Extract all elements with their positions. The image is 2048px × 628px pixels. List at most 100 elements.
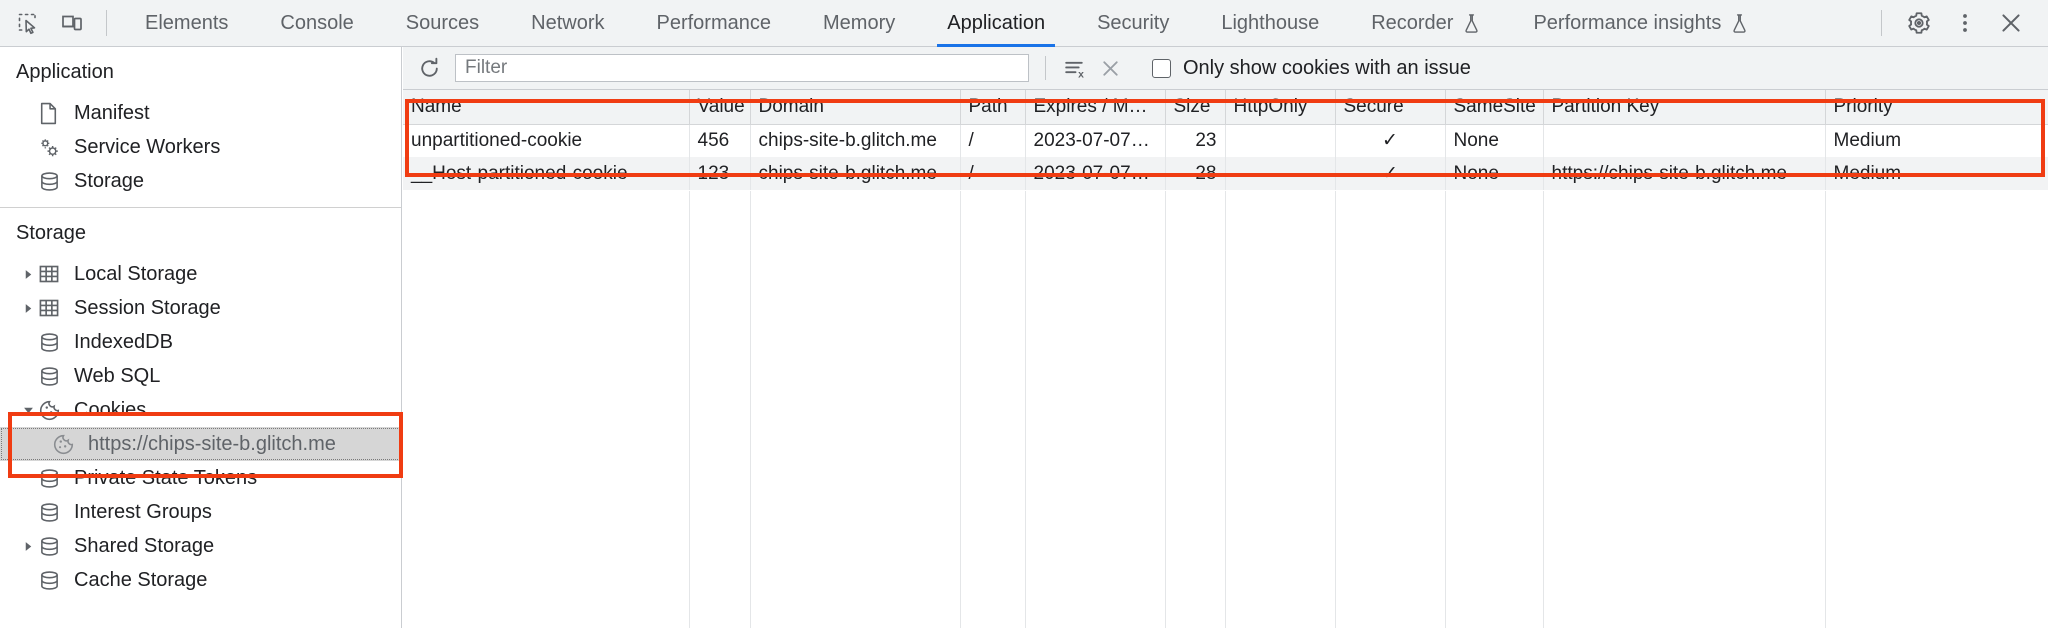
refresh-icon[interactable] xyxy=(411,50,447,86)
tab-label: Security xyxy=(1097,11,1170,34)
tab-performance[interactable]: Performance xyxy=(631,0,798,47)
column-header-domain[interactable]: Domain xyxy=(750,90,961,125)
column-header-secure[interactable]: Secure xyxy=(1335,90,1446,125)
sidebar-divider xyxy=(0,207,401,208)
clear-all-cookies-icon[interactable] xyxy=(1092,50,1128,86)
tab-application[interactable]: Application xyxy=(921,0,1071,47)
column-header-httponly[interactable]: HttpOnly xyxy=(1225,90,1336,125)
cookies-filter-toolbar: x Only show cookies with an issue xyxy=(403,47,2048,90)
sidebar-item-cookies[interactable]: Cookies xyxy=(0,393,401,427)
device-toolbar-icon[interactable] xyxy=(50,3,94,43)
column-header-partitionkey[interactable]: Partition Key xyxy=(1543,90,1826,125)
cell-secure: ✓ xyxy=(1335,157,1446,190)
cookie-icon xyxy=(52,433,82,456)
chevron-right-icon[interactable] xyxy=(18,541,38,552)
clear-filtered-cookies-icon[interactable]: x xyxy=(1056,50,1092,86)
cell-secure: ✓ xyxy=(1335,124,1446,157)
search-input[interactable] xyxy=(455,54,1029,82)
table-row[interactable]: unpartitioned-cookie 456 chips-site-b.gl… xyxy=(403,124,2048,157)
only-show-issues-checkbox[interactable]: Only show cookies with an issue xyxy=(1152,57,1471,80)
sidebar-item-service-workers[interactable]: Service Workers xyxy=(0,130,401,164)
cell-samesite: None xyxy=(1445,157,1544,190)
database-icon xyxy=(38,365,68,388)
tab-label: Performance xyxy=(656,11,772,34)
cell-partition-key xyxy=(1543,124,1826,157)
tab-lighthouse[interactable]: Lighthouse xyxy=(1195,0,1345,47)
chevron-right-icon[interactable] xyxy=(18,303,38,314)
tab-label: Sources xyxy=(405,11,480,34)
devtools-main-toolbar: Elements Console Sources Network Perform… xyxy=(0,0,2048,47)
column-header-value[interactable]: Value xyxy=(689,90,751,125)
column-header-name[interactable]: Name xyxy=(403,90,690,125)
sidebar-item-storage[interactable]: Storage xyxy=(0,164,401,198)
cell-partition-key: https://chips-site-b.glitch.me xyxy=(1543,157,1826,190)
cell-httponly xyxy=(1225,124,1336,157)
cookies-table: Name Value Domain Path Expires / M… Size… xyxy=(403,90,2048,190)
sidebar-item-label: Manifest xyxy=(74,101,150,124)
sidebar-item-cache-storage[interactable]: Cache Storage xyxy=(0,563,401,597)
sidebar-item-web-sql[interactable]: Web SQL xyxy=(0,359,401,393)
sidebar-item-indexeddb[interactable]: IndexedDB xyxy=(0,325,401,359)
database-icon xyxy=(38,170,68,193)
sidebar-item-shared-storage[interactable]: Shared Storage xyxy=(0,529,401,563)
close-icon[interactable] xyxy=(1988,3,2034,43)
toolbar-right-actions xyxy=(1875,3,2048,43)
toolbar-divider xyxy=(106,10,107,36)
sidebar-item-private-state-tokens[interactable]: Private State Tokens xyxy=(0,461,401,495)
column-header-path[interactable]: Path xyxy=(960,90,1026,125)
sidebar-item-local-storage[interactable]: Local Storage xyxy=(0,257,401,291)
sidebar-item-label: Service Workers xyxy=(74,135,221,158)
sidebar-item-label: IndexedDB xyxy=(74,330,173,353)
column-header-samesite[interactable]: SameSite xyxy=(1445,90,1544,125)
sidebar-item-label: Interest Groups xyxy=(74,500,212,523)
sidebar-item-label: Web SQL xyxy=(74,364,161,387)
tab-memory[interactable]: Memory xyxy=(797,0,921,47)
sidebar-item-cookie-origin[interactable]: https://chips-site-b.glitch.me xyxy=(0,427,401,461)
tab-label: Performance insights xyxy=(1533,11,1722,34)
table-row[interactable]: __Host-partitioned-cookie 123 chips-site… xyxy=(403,157,2048,190)
cell-name: __Host-partitioned-cookie xyxy=(403,157,690,190)
checkbox-box[interactable] xyxy=(1152,58,1171,78)
table-icon xyxy=(38,263,68,285)
empty-grid-columns xyxy=(403,191,2048,628)
sidebar-item-label: https://chips-site-b.glitch.me xyxy=(88,432,336,455)
sidebar-item-label: Shared Storage xyxy=(74,534,215,557)
sidebar-section-application: Application Manifest xyxy=(0,47,401,198)
sidebar-item-interest-groups[interactable]: Interest Groups xyxy=(0,495,401,529)
inspect-element-icon[interactable] xyxy=(6,3,50,43)
tab-performance-insights[interactable]: Performance insights xyxy=(1507,0,1775,47)
tab-elements[interactable]: Elements xyxy=(119,0,254,47)
sidebar-item-session-storage[interactable]: Session Storage xyxy=(0,291,401,325)
column-header-size[interactable]: Size xyxy=(1165,90,1226,125)
toolbar-divider xyxy=(1045,56,1046,80)
tab-label: Recorder xyxy=(1371,11,1454,34)
database-icon xyxy=(38,467,68,490)
tab-label: Console xyxy=(280,11,354,34)
chevron-down-icon[interactable] xyxy=(18,405,38,416)
tab-recorder[interactable]: Recorder xyxy=(1345,0,1507,47)
sidebar-item-label: Cache Storage xyxy=(74,568,208,591)
column-header-priority[interactable]: Priority xyxy=(1825,90,2048,125)
only-show-issues-label: Only show cookies with an issue xyxy=(1183,56,1471,79)
sidebar-section-title-storage: Storage xyxy=(16,222,87,244)
application-sidebar: Application Manifest xyxy=(0,47,402,628)
sidebar-item-manifest[interactable]: Manifest xyxy=(0,96,401,130)
cookie-icon xyxy=(38,399,68,422)
database-icon xyxy=(38,501,68,524)
tab-label: Memory xyxy=(823,11,896,34)
tab-security[interactable]: Security xyxy=(1071,0,1195,47)
experimental-flask-icon xyxy=(1730,13,1749,34)
column-header-expires[interactable]: Expires / M… xyxy=(1025,90,1166,125)
tab-console[interactable]: Console xyxy=(254,0,379,47)
gear-icon[interactable] xyxy=(1896,3,1942,43)
cookies-panel: x Only show cookies with an issue xyxy=(403,47,2048,628)
cell-priority: Medium xyxy=(1825,124,2048,157)
tab-sources[interactable]: Sources xyxy=(380,0,505,47)
sidebar-section-storage: Storage Local Storage xyxy=(0,208,401,597)
kebab-menu-icon[interactable] xyxy=(1942,3,1988,43)
cell-expires: 2023-07-07… xyxy=(1025,124,1166,157)
chevron-right-icon[interactable] xyxy=(18,269,38,280)
sidebar-item-label: Local Storage xyxy=(74,262,198,285)
tab-network[interactable]: Network xyxy=(505,0,630,47)
